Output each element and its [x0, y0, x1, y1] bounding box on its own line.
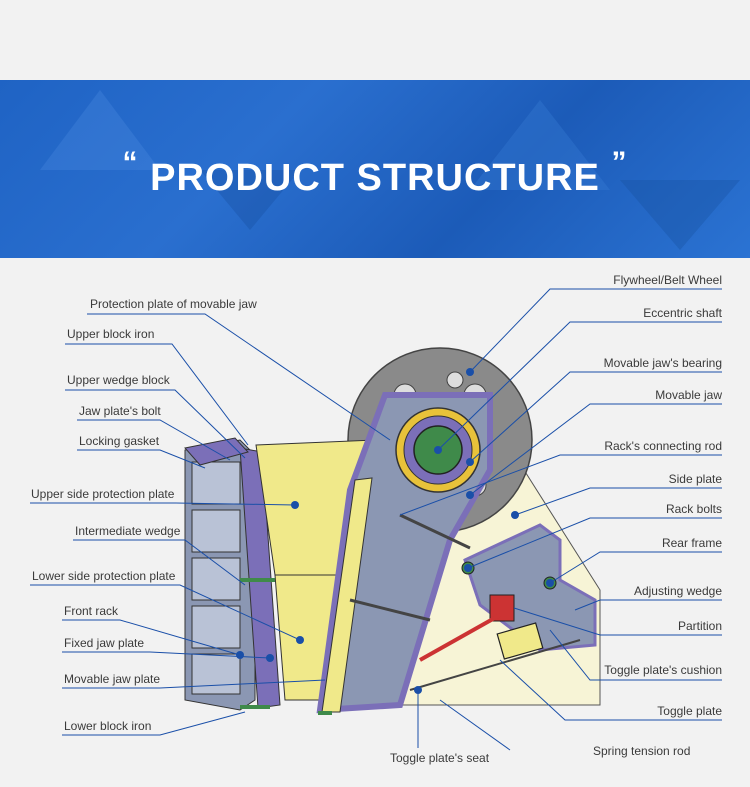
quote-open: “ — [122, 146, 139, 179]
label-protection-plate-movable-jaw: Protection plate of movable jaw — [90, 297, 257, 311]
banner-decoration — [470, 100, 610, 190]
leader-racks-connecting-rod — [399, 454, 722, 516]
label-jaw-plates-bolt: Jaw plate's bolt — [79, 404, 161, 418]
movable-jaw-plate-shape — [321, 477, 373, 713]
banner-decoration — [40, 90, 160, 170]
label-rack-bolts: Rack bolts — [665, 502, 722, 516]
label-racks-connecting-rod: Rack's connecting rod — [604, 439, 722, 453]
banner-decoration — [200, 170, 300, 230]
leader-upper-block-iron — [65, 343, 249, 446]
label-intermediate-wedge: Intermediate wedge — [75, 524, 181, 538]
leader-locking-gasket — [77, 449, 206, 469]
leader-lower-side-protection — [30, 584, 301, 641]
label-rear-frame: Rear frame — [661, 536, 722, 550]
page-title: “ PRODUCT STRUCTURE ” — [0, 146, 750, 200]
label-upper-wedge-block: Upper wedge block — [67, 373, 170, 387]
leader-movable-jaw-plate — [62, 679, 326, 689]
label-eccentric-shaft: Eccentric shaft — [643, 306, 722, 320]
title-text: PRODUCT STRUCTURE — [150, 157, 600, 199]
label-lower-block-iron: Lower block iron — [64, 719, 152, 733]
jaw-crusher-diagram — [30, 288, 722, 751]
leader-spring-tension-rod — [439, 699, 511, 751]
flywheel-hole — [446, 371, 464, 389]
leader-partition — [513, 607, 722, 636]
racks-connecting-rod-line — [399, 513, 471, 550]
leader-lower-block-iron — [62, 711, 246, 736]
leader-jaw-plates-bolt — [77, 419, 231, 461]
leader-side-plate — [514, 487, 722, 516]
label-toggle-plate: Toggle plate — [657, 704, 722, 718]
jaw-plates-bolt-line — [349, 598, 431, 622]
spring-coil — [496, 622, 544, 660]
leader-toggle-plates-cushion — [549, 629, 722, 681]
leader-toggle-plate — [499, 659, 722, 721]
front-rack-cell — [191, 605, 241, 649]
leader-movable-jaw — [469, 403, 722, 496]
quote-close: ” — [611, 146, 628, 179]
label-upper-block-iron: Upper block iron — [67, 327, 155, 341]
label-toggle-plates-seat: Toggle plate's seat — [390, 751, 490, 765]
label-adjusting-wedge: Adjusting wedge — [633, 584, 722, 598]
leader-flywheel — [469, 288, 722, 373]
header-banner — [0, 80, 750, 258]
label-movable-jaw-plate: Movable jaw plate — [64, 672, 161, 686]
leader-upper-wedge-block — [65, 389, 246, 459]
label-flywheel-belt-wheel: Flywheel/Belt Wheel — [613, 273, 722, 287]
label-upper-side-protection-plate: Upper side protection plate — [31, 487, 175, 501]
upper-block-iron-shape — [184, 437, 249, 466]
leader-intermediate-wedge — [73, 539, 246, 586]
leader-upper-side-protection — [30, 502, 296, 506]
label-front-rack: Front rack — [64, 604, 119, 618]
leader-movable-jaws-bearing — [469, 371, 722, 463]
banner-decoration — [620, 180, 740, 250]
label-fixed-jaw-plate: Fixed jaw plate — [64, 636, 145, 650]
label-movable-jaw: Movable jaw — [655, 388, 722, 402]
leader-adjusting-wedge — [574, 599, 722, 611]
spring-tension-rod-line — [409, 639, 581, 691]
leader-rack-bolts — [467, 517, 722, 569]
front-rack-cell — [191, 509, 241, 553]
label-side-plate: Side plate — [668, 472, 722, 486]
leader-protection-plate — [87, 313, 391, 441]
label-locking-gasket: Locking gasket — [79, 434, 160, 448]
label-toggle-plates-cushion: Toggle plate's cushion — [604, 663, 722, 677]
toggle-plate-line — [419, 613, 501, 662]
front-rack-cell — [191, 461, 241, 505]
leader-fixed-jaw-plate — [62, 651, 271, 659]
label-movable-jaws-bearing: Movable jaw's bearing — [603, 356, 722, 370]
label-lower-side-protection-plate: Lower side protection plate — [32, 569, 176, 583]
leader-rear-frame — [549, 551, 722, 584]
leader-eccentric-shaft — [437, 321, 722, 451]
label-spring-tension-rod: Spring tension rod — [593, 744, 691, 758]
label-partition: Partition — [677, 619, 722, 633]
leader-front-rack — [62, 619, 241, 656]
front-rack-cell — [191, 653, 241, 695]
